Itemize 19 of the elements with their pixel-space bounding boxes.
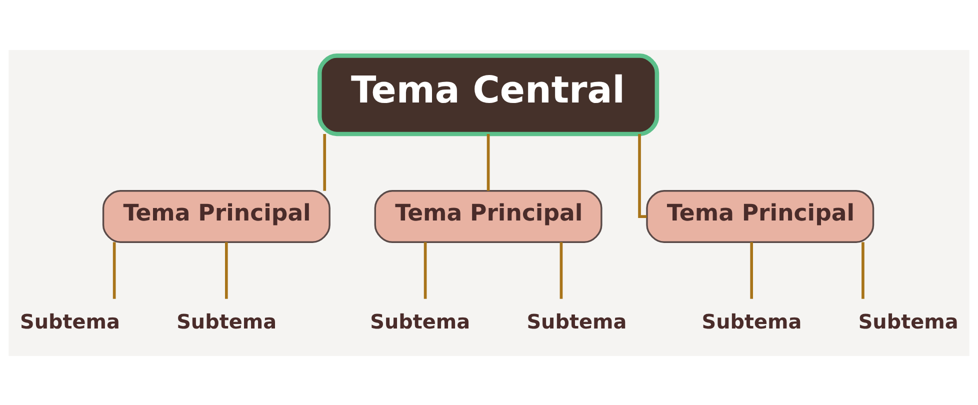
- connector: [638, 134, 647, 218]
- connector: [750, 242, 754, 298]
- node-box: Tema Principal: [102, 190, 330, 242]
- node-text: Subtema: [176, 310, 277, 334]
- node-box: Tema Central: [318, 53, 660, 136]
- node-box: Tema Principal: [646, 190, 874, 242]
- connector: [486, 134, 490, 190]
- connector: [424, 242, 427, 298]
- node-text: Subtema: [20, 310, 120, 334]
- node-text: Subtema: [702, 310, 802, 334]
- node-text: Subtema: [858, 310, 958, 334]
- connector: [560, 242, 563, 298]
- connector: [224, 242, 228, 298]
- connector: [862, 242, 864, 298]
- connector: [112, 242, 116, 298]
- node-text: Subtema: [370, 310, 470, 334]
- node-box: Tema Principal: [374, 190, 602, 242]
- node-text: Subtema: [526, 310, 627, 334]
- connector: [323, 134, 326, 190]
